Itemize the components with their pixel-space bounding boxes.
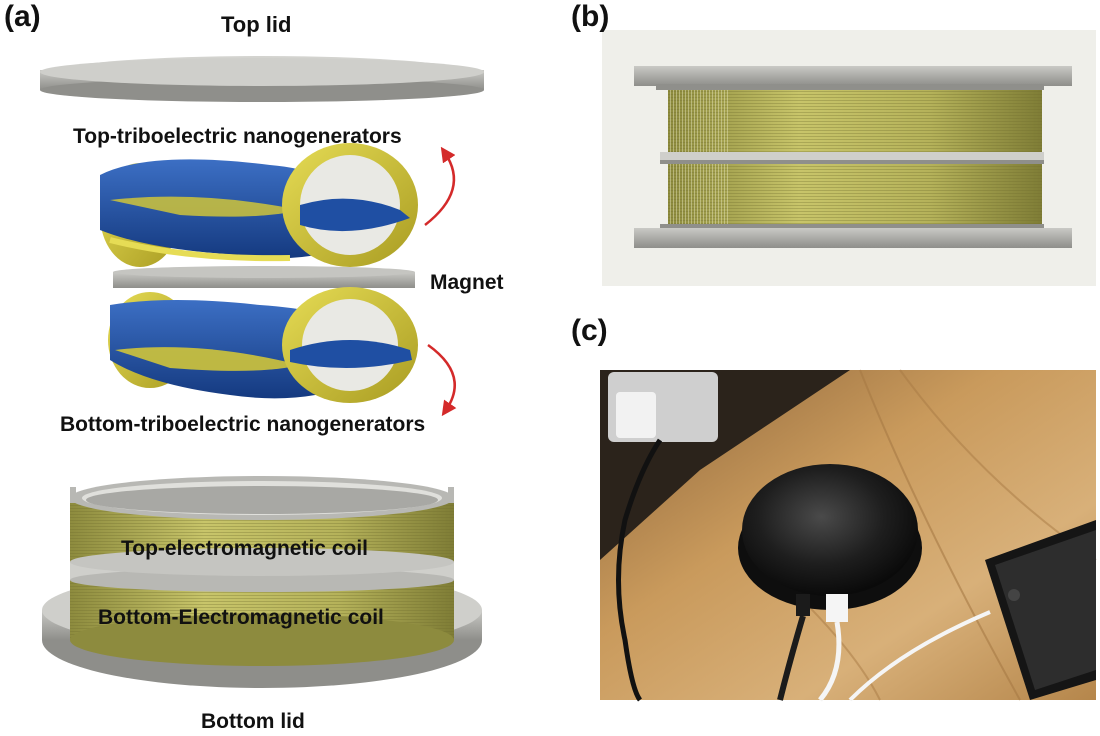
side-view-illustration bbox=[634, 66, 1072, 248]
top-lid-illustration bbox=[40, 56, 484, 102]
panel-b-label: (b) bbox=[571, 0, 610, 33]
top-rotation-arrow bbox=[424, 146, 456, 226]
top-teng-label: Top-triboelectric nanogenerators bbox=[73, 125, 402, 148]
bottom-rotation-arrow bbox=[427, 343, 457, 417]
bottom-lid-label: Bottom lid bbox=[201, 710, 305, 733]
top-coil-label: Top-electromagnetic coil bbox=[121, 537, 368, 560]
panel-c bbox=[600, 369, 1097, 702]
photo-illustration bbox=[600, 369, 1097, 702]
bottom-coil-label: Bottom-Electromagnetic coil bbox=[98, 606, 384, 629]
panel-a bbox=[40, 56, 484, 688]
panel-b bbox=[602, 30, 1096, 286]
panel-c-label: (c) bbox=[571, 314, 608, 347]
bottom-teng-label: Bottom-triboelectric nanogenerators bbox=[60, 413, 426, 436]
panel-a-label: (a) bbox=[4, 0, 41, 33]
top-lid-label: Top lid bbox=[221, 12, 292, 37]
top-teng-illustration bbox=[100, 143, 418, 267]
bottom-teng-illustration bbox=[108, 287, 418, 403]
magnet-illustration bbox=[113, 266, 415, 288]
coil-assembly-illustration bbox=[42, 476, 482, 688]
magnet-label: Magnet bbox=[430, 271, 504, 294]
